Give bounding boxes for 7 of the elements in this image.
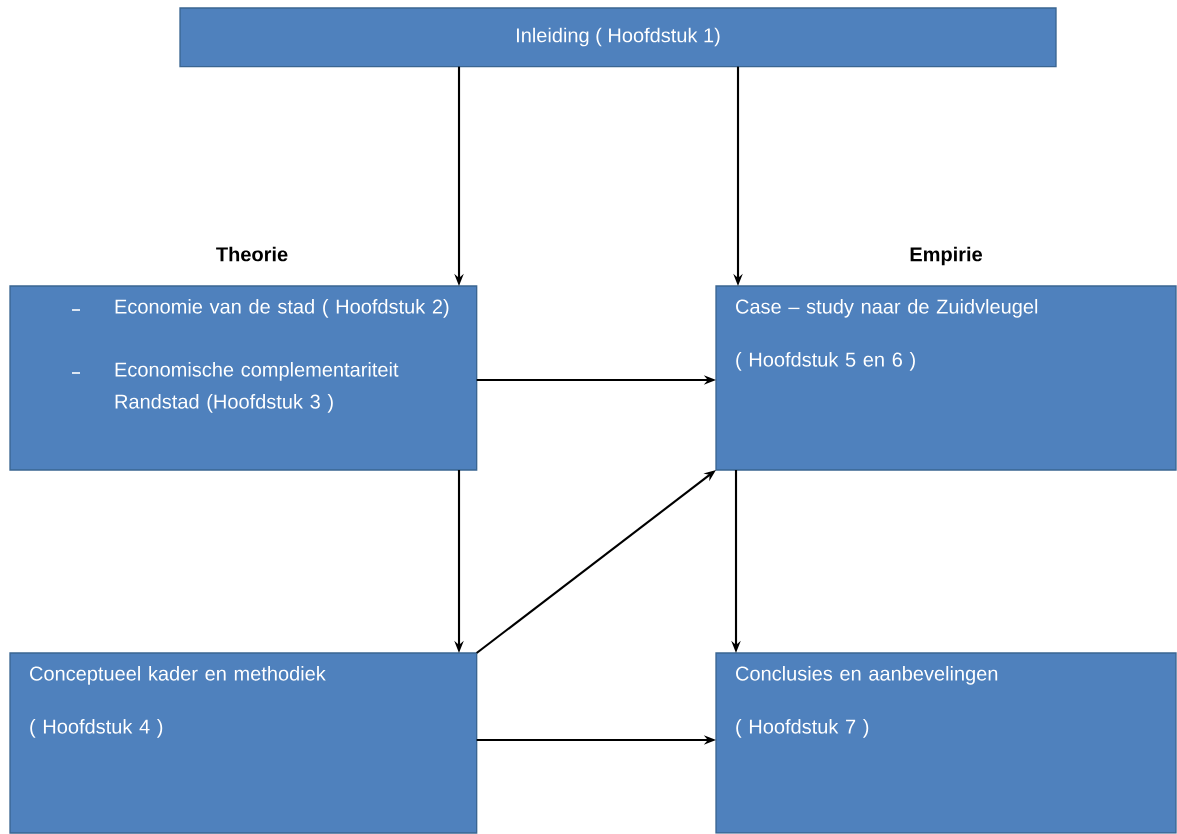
- column-heading: Theorie: [216, 246, 288, 262]
- chapter-box: Case – study naar de Zuidvleugel ( Hoofdstuk 5 en 6 ): [715, 285, 1177, 471]
- chapter-box: Conceptueel kader en methodiek ( Hoofdstuk 4 ): [9, 652, 478, 834]
- chapter-box: Economie van de stad ( Hoofdstuk 2) Economische complementariteit Randstad (Hoofdstuk 3 ): [9, 285, 478, 471]
- column-heading: Empirie: [910, 246, 982, 266]
- chapter-box: Conclusies en aanbevelingen ( Hoofdstuk 7 ): [715, 652, 1177, 834]
- chapter-box: Inleiding ( Hoofdstuk 1): [179, 7, 1057, 68]
